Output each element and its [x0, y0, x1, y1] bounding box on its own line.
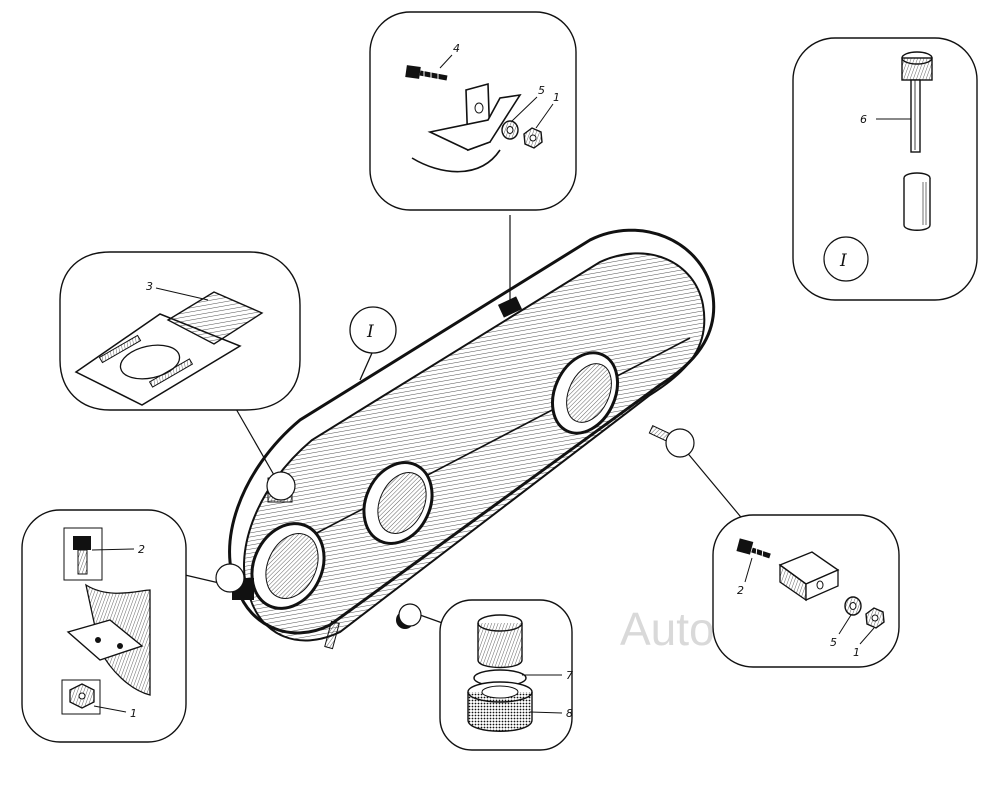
- washer-5-right: [844, 596, 862, 616]
- housing-hole-center: [362, 461, 434, 545]
- label-top-right-6: 6: [860, 113, 867, 126]
- label-top-4: 4: [453, 42, 460, 55]
- callout-bottom-left: 2 1: [21, 509, 187, 743]
- label-bottom-mid-8: 8: [566, 707, 573, 720]
- cover-3: [166, 291, 264, 345]
- label-bottom-left-2: 2: [138, 543, 145, 556]
- label-bottom-right-1: 1: [853, 646, 860, 659]
- clamp-block: [778, 551, 840, 602]
- label-top-5: 5: [538, 84, 545, 97]
- housing-view-marker: I: [349, 306, 397, 381]
- housing-hole-right: [551, 351, 619, 435]
- bolt-2: [63, 527, 103, 581]
- detail-markers: [215, 428, 695, 627]
- callout-top: 4 5 1: [369, 11, 577, 211]
- label-left-plate-3: 3: [146, 280, 153, 293]
- view-roman-label: I: [839, 251, 847, 271]
- label-bottom-right-5: 5: [830, 636, 837, 649]
- housing-hole-left: [250, 522, 326, 610]
- callout-top-right: 6 I: [792, 37, 978, 301]
- main-housing: [228, 228, 716, 650]
- nut-1: [523, 127, 543, 149]
- angle-bracket: [411, 82, 522, 173]
- nut-1-bottom-left: [61, 679, 101, 715]
- bolt-2-right: [736, 538, 771, 559]
- nut-1-right: [865, 607, 885, 629]
- housing-bolt-bottom: [324, 620, 340, 650]
- ring-8: [467, 681, 533, 732]
- housing-bracket-top: [497, 296, 523, 318]
- bolt-4: [405, 65, 448, 82]
- bushing-7: [473, 614, 527, 687]
- label-bottom-right-2: 2: [737, 584, 744, 597]
- label-bottom-left-1: 1: [130, 707, 137, 720]
- label-bottom-mid-7: 7: [566, 669, 573, 682]
- callout-bottom-right: 2 5 1: [712, 514, 900, 668]
- housing-roman-label: I: [366, 322, 374, 342]
- pin-6: [901, 51, 933, 153]
- label-top-1: 1: [553, 91, 560, 104]
- support-bracket: [66, 583, 151, 696]
- washer-5: [501, 120, 519, 140]
- sleeve: [903, 172, 931, 231]
- callout-left-plate: 3: [59, 251, 301, 411]
- callout-bottom-mid: 7 8: [439, 599, 573, 751]
